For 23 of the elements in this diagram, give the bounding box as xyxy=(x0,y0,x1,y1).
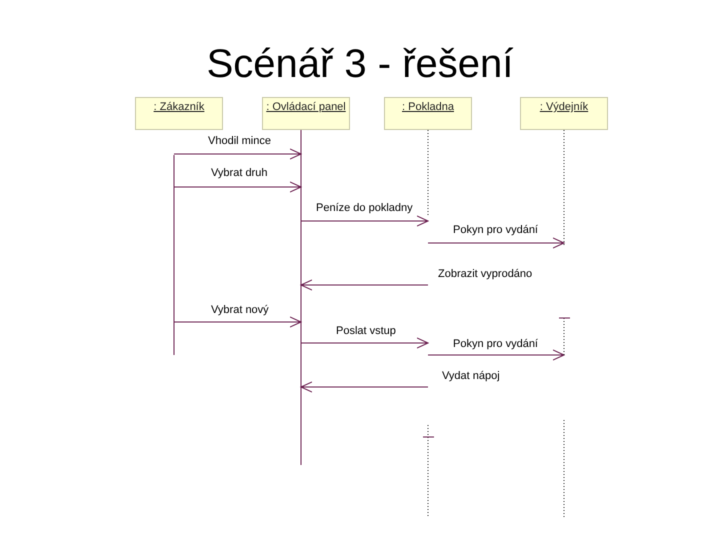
participant-box: : Ovládací panel xyxy=(262,97,350,130)
message-arrow xyxy=(428,350,564,360)
message-label: Vydat nápoj xyxy=(441,370,501,382)
message-label: Poslat vstup xyxy=(335,325,397,337)
message-arrow xyxy=(174,148,302,160)
participant-box: : Zákazník xyxy=(135,97,223,130)
participant-box: : Pokladna xyxy=(384,97,472,130)
message-label: Vhodil mince xyxy=(207,135,272,147)
participant-box: : Výdejník xyxy=(520,97,608,130)
message-arrow xyxy=(300,338,428,348)
message-label: Vybrat nový xyxy=(210,304,270,316)
message-arrow xyxy=(174,316,302,328)
message-arrow xyxy=(300,382,428,392)
message-label: Pokyn pro vydání xyxy=(452,224,539,236)
message-arrow xyxy=(174,182,302,192)
message-label: Pokyn pro vydání xyxy=(452,338,539,350)
message-arrow xyxy=(300,280,428,290)
slide-title: Scénář 3 - řešení xyxy=(206,42,514,87)
message-label: Zobrazit vyprodáno xyxy=(437,268,534,280)
message-label: Vybrat druh xyxy=(210,167,268,179)
message-label: Peníze do pokladny xyxy=(315,202,414,214)
message-arrow xyxy=(300,216,428,226)
message-arrow xyxy=(428,238,564,248)
